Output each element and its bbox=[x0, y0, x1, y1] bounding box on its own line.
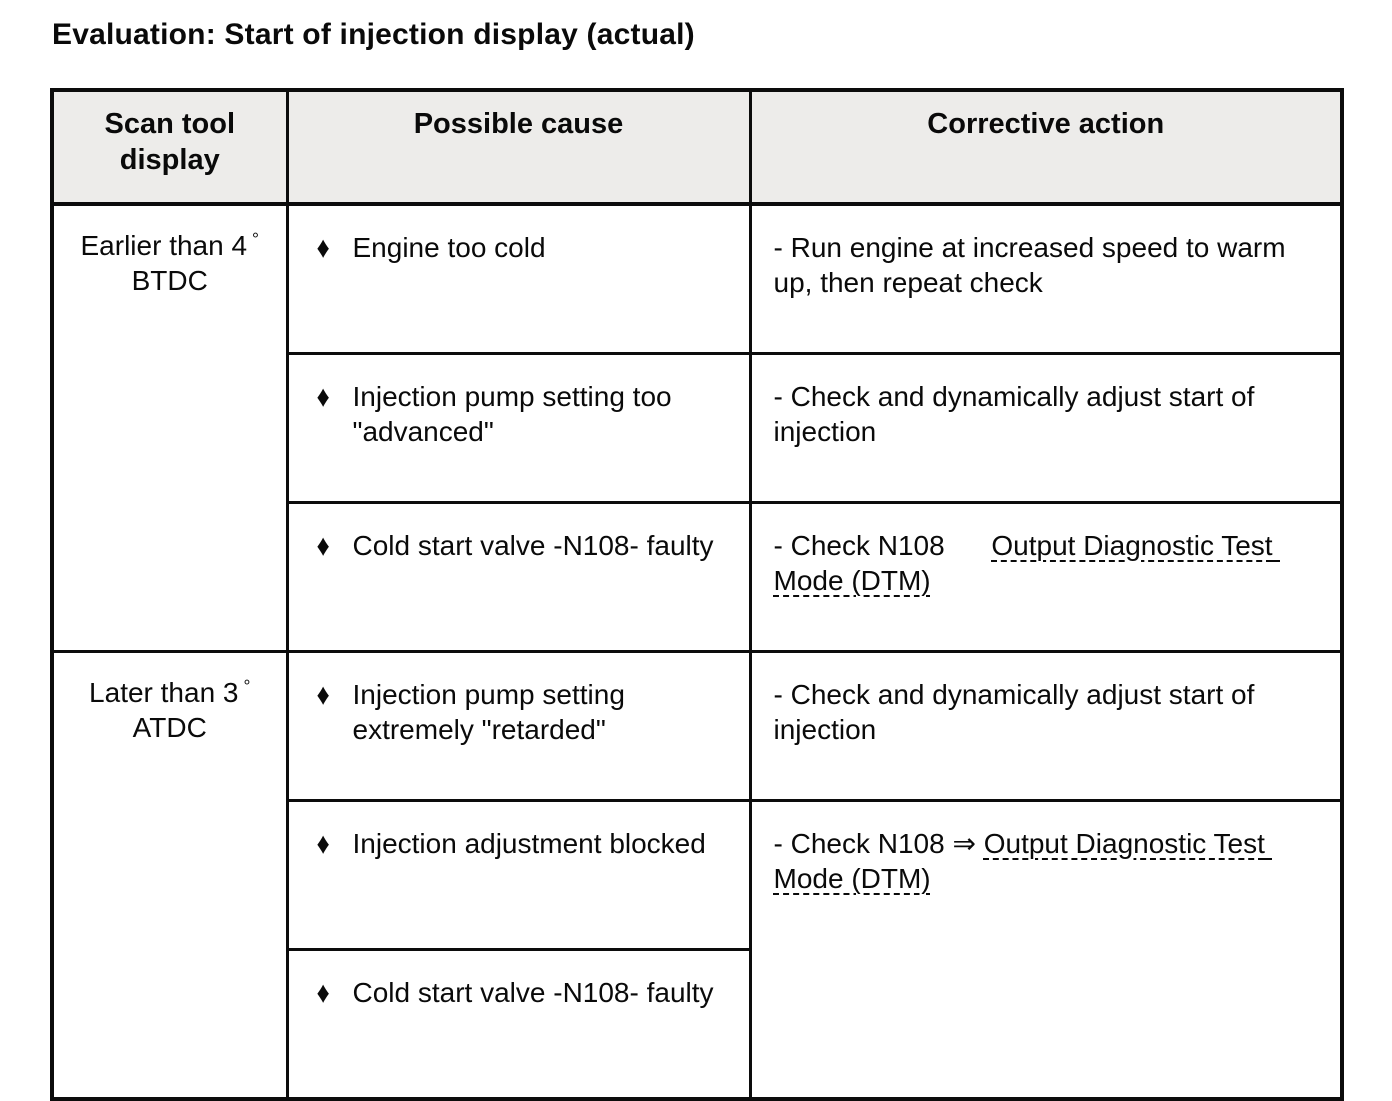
cause-cell: ♦ Cold start valve -N108- faulty bbox=[285, 501, 752, 653]
scan-display-line1: Earlier than 4° bbox=[80, 228, 260, 261]
scan-display-line2: ATDC bbox=[132, 712, 207, 743]
corrective-text: - Check N108 bbox=[773, 530, 992, 561]
header-possible-cause: Possible cause bbox=[285, 88, 752, 206]
header-corrective-action: Corrective action bbox=[748, 88, 1344, 206]
cause-text: Injection pump setting extremely "retard… bbox=[352, 679, 625, 745]
diamond-bullet-icon: ♦ bbox=[316, 974, 330, 1010]
degree-symbol: ° bbox=[243, 675, 251, 696]
cause-cell: ♦ Engine too cold bbox=[285, 202, 752, 355]
diamond-bullet-icon: ♦ bbox=[316, 527, 330, 563]
header-scan-tool-display: Scan tool display bbox=[50, 88, 289, 206]
cause-text: Engine too cold bbox=[352, 232, 546, 263]
diamond-bullet-icon: ♦ bbox=[316, 229, 330, 265]
degree-symbol: ° bbox=[252, 228, 259, 249]
corrective-cell: - Check and dynamically adjust start of … bbox=[748, 352, 1344, 504]
table-row: ♦ Injection pump setting too "advanced" … bbox=[52, 352, 1344, 504]
scan-display-earlier-cell: Earlier than 4° BTDC bbox=[50, 202, 289, 653]
dtm-link: Output Diagnostic Test Mode (DTM) bbox=[773, 530, 1281, 596]
corrective-cell: - Run engine at increased speed to warm … bbox=[748, 202, 1344, 355]
corrective-text: - Check and dynamically adjust start of … bbox=[773, 679, 1263, 745]
table-row: Earlier than 4° BTDC ♦ Engine too cold -… bbox=[50, 202, 1344, 653]
page-title: Evaluation: Start of injection display (… bbox=[52, 18, 695, 51]
corrective-cell: - Check N108 Output Diagnostic Test Mode… bbox=[748, 501, 1344, 653]
table-row: ♦ Cold start valve -N108- faulty - Check… bbox=[52, 501, 1344, 653]
cause-text: Cold start valve -N108- faulty bbox=[352, 530, 714, 561]
scan-display-line1: Later than 3° bbox=[89, 675, 251, 708]
corrective-cell: - Check and dynamically adjust start of … bbox=[748, 650, 1344, 802]
diamond-bullet-icon: ♦ bbox=[316, 676, 330, 712]
scan-display-later-cell: Later than 3° ATDC bbox=[50, 650, 289, 1101]
header-row: Scan tool display Possible cause Correct… bbox=[50, 88, 1344, 206]
diamond-bullet-icon: ♦ bbox=[316, 378, 330, 414]
evaluation-table: Scan tool display Possible cause Correct… bbox=[50, 88, 1344, 1101]
cause-text: Cold start valve -N108- faulty bbox=[352, 977, 714, 1008]
cause-cell: ♦ Injection pump setting too "advanced" bbox=[285, 352, 752, 504]
diamond-bullet-icon: ♦ bbox=[316, 825, 330, 861]
table-row: Later than 3° ATDC ♦ Injection pump sett… bbox=[50, 650, 1344, 1101]
cause-cell: ♦ Injection adjustment blocked bbox=[285, 799, 752, 951]
scan-display-line2: BTDC bbox=[131, 265, 208, 296]
cause-text: Injection pump setting too "advanced" bbox=[352, 381, 672, 447]
corrective-text: - Check N108 ⇒ bbox=[773, 828, 984, 859]
cause-text: Injection adjustment blocked bbox=[352, 828, 706, 859]
corrective-text: - Check and dynamically adjust start of … bbox=[773, 381, 1263, 447]
corrective-text: - Run engine at increased speed to warm … bbox=[773, 232, 1294, 298]
cause-cell: ♦ Injection pump setting extremely "reta… bbox=[285, 650, 752, 802]
corrective-cell: - Check N108 ⇒ Output Diagnostic Test Mo… bbox=[748, 799, 1344, 1101]
cause-cell: ♦ Cold start valve -N108- faulty bbox=[285, 948, 752, 1101]
